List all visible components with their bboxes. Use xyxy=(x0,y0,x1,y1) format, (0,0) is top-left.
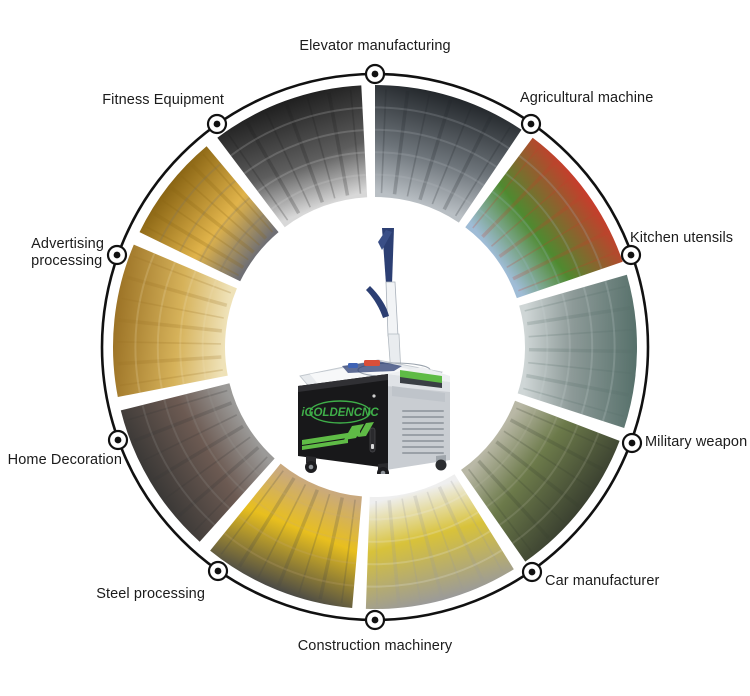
machine-chiller-cabinet xyxy=(386,367,450,470)
application-photo-yellow-excavator[interactable] xyxy=(210,463,362,609)
application-photo-escalator-steps[interactable] xyxy=(375,85,522,223)
node-marker-agricultural-machine[interactable] xyxy=(520,113,542,135)
machine-main-body: iGOLDENCNC xyxy=(298,374,388,468)
label-kitchen-utensils: Kitchen utensils xyxy=(630,230,734,246)
node-dot-icon xyxy=(528,568,536,576)
photo-texture-missile-launcher xyxy=(467,407,613,553)
photo-texture-stainless-kitchen xyxy=(523,280,633,422)
photo-texture-golden-lamp xyxy=(117,252,232,393)
photo-texture-green-tractor xyxy=(472,147,616,292)
node-dot-icon xyxy=(371,70,379,78)
application-photo-steel-frame-building[interactable] xyxy=(120,383,275,542)
label-military-weapon: Military weapon xyxy=(645,434,748,450)
machine-casters xyxy=(305,455,447,474)
node-dot-icon xyxy=(113,251,121,259)
photo-texture-gym-machines xyxy=(227,90,367,221)
node-dot-icon xyxy=(527,120,535,128)
node-marker-military-weapon[interactable] xyxy=(621,432,643,454)
application-photo-golden-lamp[interactable] xyxy=(113,244,237,397)
label-construction-machinery: Construction machinery xyxy=(297,638,453,654)
node-dot-icon xyxy=(114,436,122,444)
photo-texture-escalator-steps xyxy=(375,89,511,217)
label-advertising-processing: Advertising processing xyxy=(31,236,104,269)
application-photo-gym-machines[interactable] xyxy=(217,85,368,228)
label-fitness-equipment: Fitness Equipment xyxy=(102,92,224,108)
center-product-hub: iGOLDENCNC xyxy=(229,201,521,493)
node-marker-home-decoration[interactable] xyxy=(107,429,129,451)
application-photo-green-tractor[interactable] xyxy=(465,137,623,299)
node-marker-car-manufacturer[interactable] xyxy=(521,561,543,583)
node-dot-icon xyxy=(371,616,379,624)
node-dot-icon xyxy=(628,439,636,447)
application-photo-white-sports-car[interactable] xyxy=(365,474,514,609)
node-marker-elevator-manufacturing[interactable] xyxy=(364,63,386,85)
machine-arm xyxy=(366,228,402,375)
label-elevator-manufacturing: Elevator manufacturing xyxy=(299,38,451,54)
node-dot-icon xyxy=(214,567,222,575)
photo-texture-gold-signage-letters xyxy=(146,153,274,277)
photo-texture-white-sports-car xyxy=(366,480,504,605)
machine-brand-text: iGOLDENCNC xyxy=(301,407,379,419)
node-marker-construction-machinery[interactable] xyxy=(364,609,386,631)
label-car-manufacturer: Car manufacturer xyxy=(545,573,660,589)
node-marker-advertising-processing[interactable] xyxy=(106,244,128,266)
node-dot-icon xyxy=(627,251,635,259)
label-home-decoration: Home Decoration xyxy=(7,452,122,468)
label-steel-processing: Steel processing xyxy=(96,586,205,602)
node-dot-icon xyxy=(213,120,221,128)
laser-cleaning-machine-image: iGOLDENCNC xyxy=(298,228,450,474)
label-agricultural-machine: Agricultural machine xyxy=(520,90,654,106)
node-marker-kitchen-utensils[interactable] xyxy=(620,244,642,266)
application-photo-stainless-kitchen[interactable] xyxy=(517,274,637,428)
photo-texture-yellow-excavator xyxy=(220,470,361,603)
node-marker-fitness-equipment[interactable] xyxy=(206,113,228,135)
application-photo-gold-signage-letters[interactable] xyxy=(139,146,279,282)
photo-texture-steel-frame-building xyxy=(127,388,268,532)
application-photo-missile-launcher[interactable] xyxy=(461,400,620,562)
node-marker-steel-processing[interactable] xyxy=(207,560,229,582)
